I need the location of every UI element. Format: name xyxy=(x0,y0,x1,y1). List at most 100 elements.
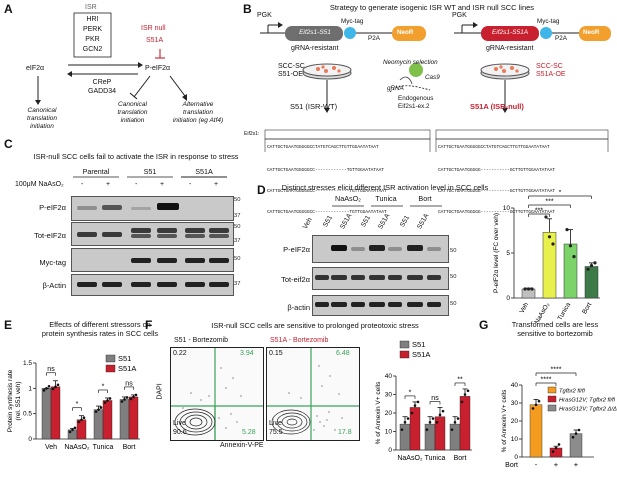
data-point xyxy=(103,401,107,404)
bar xyxy=(584,266,599,299)
legend-label: HrasG12V; Tgfbr2 Δ/Δ xyxy=(559,407,617,413)
blot-d-p-eif2a xyxy=(312,235,449,263)
blot-p-eif2a xyxy=(71,196,234,221)
sig-label: *** xyxy=(545,199,553,206)
blot-tot-eif2a xyxy=(71,222,234,246)
mw-marker: 50 xyxy=(450,274,457,280)
y-tick-label: 0.5 xyxy=(23,411,32,418)
alternative-text: Alternative translation initiation (eg A… xyxy=(172,101,224,124)
scc-mut-label: SCC-SC S51A-OE xyxy=(536,63,566,78)
y-tick-label: 20 xyxy=(511,418,519,425)
seq-line: CATTGCTGAATGGGGGCCTATGTCAGCTTGTTGGAATATA… xyxy=(267,145,379,150)
x-tick-label: Veh xyxy=(45,444,57,451)
canonical-left-text: Canonical translation initiation xyxy=(27,107,57,130)
panel-letter-f: F xyxy=(145,318,153,332)
data-point xyxy=(531,407,535,410)
blot-beta-actin xyxy=(71,274,234,296)
bar xyxy=(50,386,61,440)
facs-right-title: S51A - Bortezomib xyxy=(270,337,329,344)
bar xyxy=(424,423,436,451)
mw-marker: 50 xyxy=(234,224,241,230)
y-tick-label: 0 xyxy=(506,295,510,302)
bar xyxy=(409,407,421,451)
y-tick-label: 40 xyxy=(511,382,519,389)
mw-marker: 50 xyxy=(234,197,241,203)
panel-d-header-lines xyxy=(332,205,442,207)
sig-label: **** xyxy=(551,367,562,374)
y-tick-label: 0 xyxy=(388,447,392,454)
bar xyxy=(563,243,578,299)
seq-block-left: CATTGCTGAATGGGGGCCTATGTCAGCTTGTTGGAATATA… xyxy=(267,130,387,223)
legend-label: S51 xyxy=(118,354,131,363)
p2a-right: P2A xyxy=(555,35,567,42)
data-point xyxy=(80,418,83,422)
data-point xyxy=(565,228,569,232)
mw-marker: 50 xyxy=(450,248,457,254)
y-axis-label: (rel. S51 veh) xyxy=(15,381,22,420)
mw-marker: 50 xyxy=(234,256,241,262)
sig-label: * xyxy=(409,389,412,396)
x-tick-label: NaAsO₂ xyxy=(64,444,90,451)
facs-ylabel: DAPI xyxy=(156,383,164,400)
legend-label: S51 xyxy=(412,340,425,349)
kinase-box xyxy=(73,12,112,58)
bar xyxy=(399,423,411,451)
sig-label: *** xyxy=(535,208,543,215)
sig-label: * xyxy=(559,190,562,197)
data-point xyxy=(120,400,124,403)
y-tick-label: 20 xyxy=(385,410,393,417)
data-point xyxy=(530,287,534,291)
data-point xyxy=(403,420,407,424)
blot-label: β-actin xyxy=(287,303,310,312)
sig-label: * xyxy=(102,383,105,390)
data-point xyxy=(132,395,135,399)
data-point xyxy=(97,408,100,411)
endogenous-label: Endogenous Eif2s1-ex.2 xyxy=(398,95,434,110)
s51-wt-label: S51 (ISR-WT) xyxy=(290,102,338,111)
bar xyxy=(93,409,104,440)
legend-swatch xyxy=(399,350,410,359)
panel-a-diagram xyxy=(35,12,187,105)
data-point xyxy=(453,420,457,424)
legend-swatch xyxy=(547,404,557,412)
data-point xyxy=(425,428,429,431)
data-point xyxy=(572,255,576,259)
eif2s1-label: Eif2s1: xyxy=(244,131,260,137)
y-axis-label: % of Annexin V+ cells xyxy=(375,381,382,444)
neor-left: NeoR xyxy=(397,29,414,36)
x-tick-label: Veh xyxy=(519,301,531,315)
data-point xyxy=(551,242,555,246)
sign: - xyxy=(135,181,138,188)
myc-left: Myc-tag xyxy=(341,18,364,25)
phosphatase-item: GADD34 xyxy=(88,88,117,95)
panel-d-title: Distinct stresses elicit different ISR a… xyxy=(281,183,489,192)
bar xyxy=(102,400,113,440)
blot-label: Tot-eif2α xyxy=(281,275,310,284)
facs-left-live: 90.6 xyxy=(173,429,187,436)
group-header-parental: Parental xyxy=(82,167,110,176)
data-point xyxy=(589,264,594,268)
x-tick-label: Bort xyxy=(454,455,467,462)
data-point xyxy=(463,393,467,396)
data-point xyxy=(428,420,432,424)
sig-label: ns xyxy=(125,380,133,387)
data-point xyxy=(99,406,103,409)
facs-xlabel: Annexin-V-PE xyxy=(220,442,264,449)
facs-left-lr: 5.28 xyxy=(242,429,256,436)
data-point xyxy=(413,404,417,407)
data-point xyxy=(82,416,86,420)
legend-swatch xyxy=(547,386,557,394)
group-header: Tunica xyxy=(375,194,397,203)
bar xyxy=(449,423,461,451)
data-point xyxy=(435,420,439,424)
legend-swatch xyxy=(105,364,116,373)
y-tick-label: 10 xyxy=(385,429,393,436)
facs-plot-left xyxy=(170,347,264,441)
y-axis-label: P-eIF2α level (FC over veh) xyxy=(493,213,500,293)
x-tick-label: Tunica xyxy=(425,455,446,462)
data-point xyxy=(410,411,414,415)
panel-d-group-headers: NaAsO₂ Tunica Bort xyxy=(328,194,448,206)
panel-letter-g: G xyxy=(479,318,489,332)
mw-marker: 50 xyxy=(450,301,457,307)
